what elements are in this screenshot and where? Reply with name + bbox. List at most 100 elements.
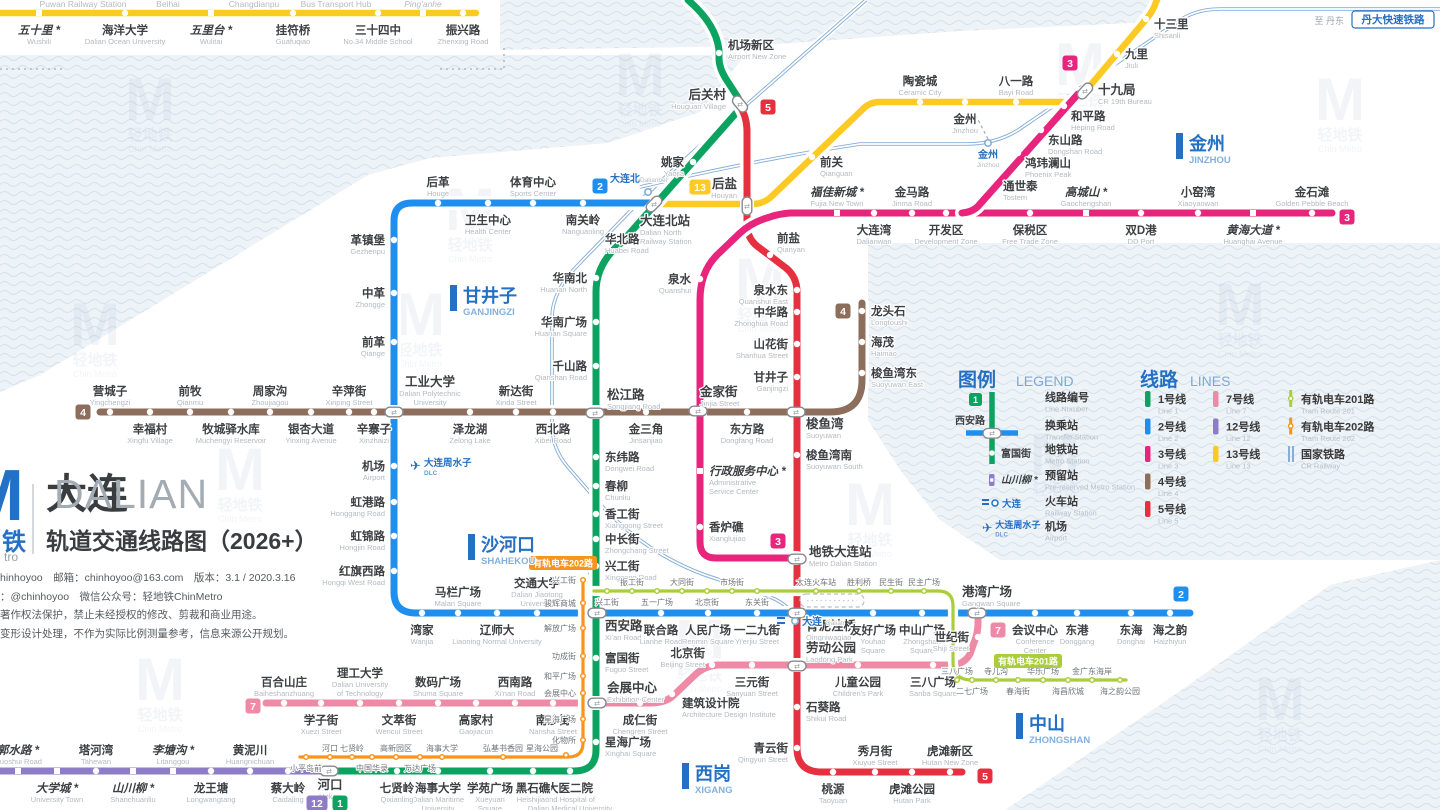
line-badge-number: 4 (840, 306, 846, 318)
station-name: 海之韵公园 (1100, 686, 1140, 696)
tram-stop (953, 676, 961, 684)
lines-item-zh: 13号线 (1226, 447, 1260, 461)
metro-station (592, 318, 600, 326)
station-name: 会展中心 (544, 688, 576, 698)
station-label: Beihai (155, 0, 181, 10)
station-name: 金石滩 (1294, 185, 1330, 199)
station-label: 胜利桥 (846, 576, 872, 588)
station-label: 北京街 (694, 596, 720, 608)
lines-item-bar (1145, 391, 1151, 407)
station-name: 秀月街 (857, 744, 893, 758)
transfer-oval (587, 607, 607, 619)
line-badge-number: 3 (775, 536, 781, 548)
metro-station (992, 172, 1000, 180)
transfer-icon: ⇄ (794, 557, 800, 564)
station-name: Dongshan Road (1048, 147, 1102, 156)
legend-rail-icon (982, 503, 989, 505)
tram-stop (920, 587, 928, 595)
metro-station (592, 510, 600, 518)
metro-station (1127, 609, 1135, 617)
station-name: University (521, 599, 554, 608)
station-name: 富国街 (605, 651, 640, 665)
transfer-station: ⇄ (688, 405, 708, 417)
transfer-oval (585, 407, 605, 419)
station-name: 青云街 (754, 741, 789, 755)
cr-station-name-en: Dalianbei (640, 177, 667, 184)
lines-item-bar (1213, 446, 1219, 462)
legend-item-zh: 机场 (1045, 519, 1067, 533)
metro-station (246, 767, 254, 775)
station-name: 银杏大道 (288, 422, 334, 436)
station-name: Square (478, 804, 502, 810)
metro-station (533, 609, 541, 617)
metro-station (466, 408, 474, 416)
station-label: 三八广场 (940, 665, 974, 677)
station-name: 前革 (362, 335, 385, 349)
line-badge-number: 3 (1344, 212, 1350, 224)
metro-station (657, 609, 665, 617)
station-name: 保税区 (1012, 223, 1048, 237)
station-name: Huanghai Avenue (1223, 237, 1282, 246)
metro-station (854, 661, 862, 669)
station-name: Qianyan (777, 245, 805, 254)
station-name: 河口 (317, 777, 342, 792)
station-label: 东关街 (744, 596, 770, 608)
station-name: Yinxing Avenue (285, 436, 336, 445)
airport-name: 大连周水子 (995, 519, 1040, 530)
tram-stop (499, 753, 507, 761)
district-name-en: ZHONGSHAN (1029, 735, 1090, 746)
metro-station (636, 699, 644, 707)
tram-stop (579, 624, 587, 632)
station-name: 中长街 (605, 532, 640, 546)
station-name: 东关街 (745, 597, 769, 607)
tram-stop (753, 587, 761, 595)
district-name: 沙河口 (481, 535, 535, 555)
station-name: 十三里 (1154, 17, 1189, 31)
tram-stop (579, 652, 587, 660)
district-name-en: XIGANG (695, 785, 732, 796)
legend-item-en: Transfer Station (1045, 433, 1098, 442)
line-13 (650, 0, 1161, 208)
station-label: 海昌欣城 (1051, 685, 1085, 697)
airport-name: 大连周水子 (424, 457, 472, 469)
station-name: Xueyuan (475, 795, 505, 804)
station-name: Yingchengzi (90, 398, 131, 407)
station-name: DD Port (1128, 237, 1156, 246)
metro-station (689, 158, 697, 166)
transfer-icon: ⇄ (594, 701, 600, 708)
station-name: Xinggong Road (605, 573, 657, 582)
station-name: 机场新区 (728, 38, 774, 52)
dandong-railway-label: 丹大快速铁路 (1362, 13, 1425, 26)
station-name: 八一路 (998, 74, 1034, 88)
line-badge-number: 4 (80, 407, 86, 419)
metro-station (793, 744, 801, 752)
station-name: 虎滩新区 (927, 744, 973, 758)
station-name: Dalian Polytechnic (399, 389, 461, 398)
tram-stop (1116, 676, 1124, 684)
station-name: Houyan (711, 191, 737, 200)
station-name: Gaojiacun (459, 727, 493, 736)
transfer-oval (645, 195, 663, 213)
station-label: 山川柳 *Shanchuanliu (109, 781, 156, 805)
station-name: 九里 (1124, 47, 1148, 61)
station-name: 郭水路 * (0, 744, 40, 757)
watermark-en: Chin Metro (1258, 744, 1302, 754)
watermark-m: M (1315, 66, 1365, 133)
